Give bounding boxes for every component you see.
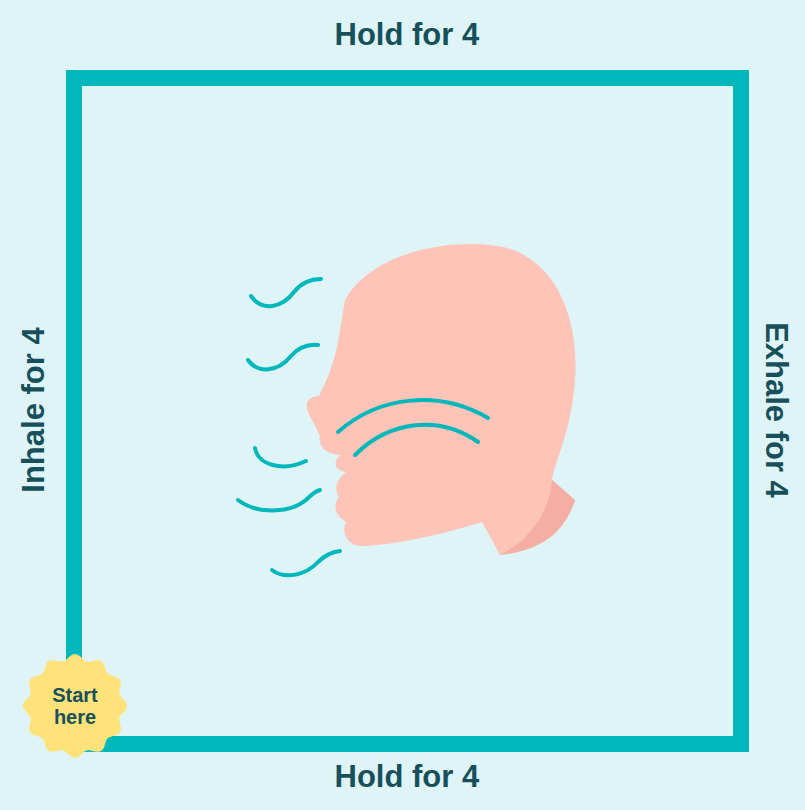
phase-label: Exhale for 4 [758,322,794,498]
phase-label: Inhale for 4 [15,327,51,492]
start-badge: Start here [22,653,128,759]
phase-label: Hold for 4 [335,759,480,795]
air-wave [272,551,340,575]
badge-text: Start here [43,684,107,728]
badge-shape [23,654,127,758]
air-wave [251,279,321,306]
neck-shadow [500,480,575,555]
breathing-square [74,78,741,744]
phase-label: Hold for 4 [335,17,480,53]
air-wave [238,490,320,511]
breath-arc [355,425,478,455]
air-wave [255,448,306,466]
air-wave [248,345,318,370]
face-illustration [238,244,576,575]
head-shape [307,244,576,555]
